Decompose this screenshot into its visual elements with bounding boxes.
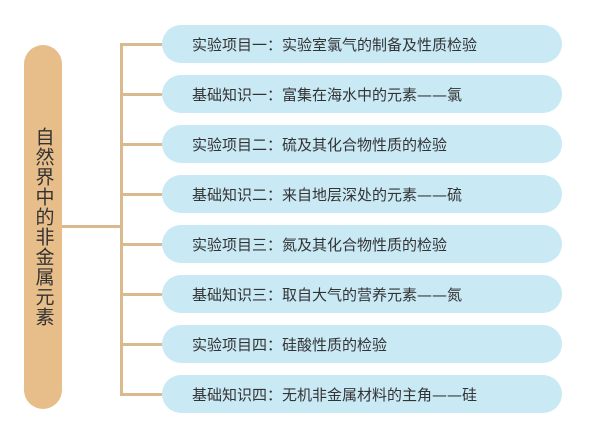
node-knowledge-4: 基础知识四：无机非金属材料的主角——硅 — [162, 375, 562, 413]
branch-line — [120, 343, 162, 346]
node-experiment-3: 实验项目三：氮及其化合物性质的检验 — [162, 225, 562, 263]
root-label: 自然界中的非金属元素 — [32, 127, 55, 327]
branch-line — [120, 293, 162, 296]
node-experiment-1: 实验项目一：实验室氯气的制备及性质检验 — [162, 25, 562, 63]
branch-line — [120, 393, 162, 396]
branch-line — [120, 43, 162, 46]
branch-line — [120, 93, 162, 96]
node-experiment-4: 实验项目四：硅酸性质的检验 — [162, 325, 562, 363]
node-knowledge-1: 基础知识一：富集在海水中的元素——氯 — [162, 75, 562, 113]
branch-line — [120, 193, 162, 196]
branch-line — [120, 243, 162, 246]
node-knowledge-2: 基础知识二：来自地层深处的元素——硫 — [162, 175, 562, 213]
root-node: 自然界中的非金属元素 — [24, 45, 62, 409]
trunk-line — [120, 43, 123, 396]
root-connector — [62, 225, 122, 228]
branch-line — [120, 143, 162, 146]
node-experiment-2: 实验项目二：硫及其化合物性质的检验 — [162, 125, 562, 163]
node-knowledge-3: 基础知识三：取自大气的营养元素——氮 — [162, 275, 562, 313]
